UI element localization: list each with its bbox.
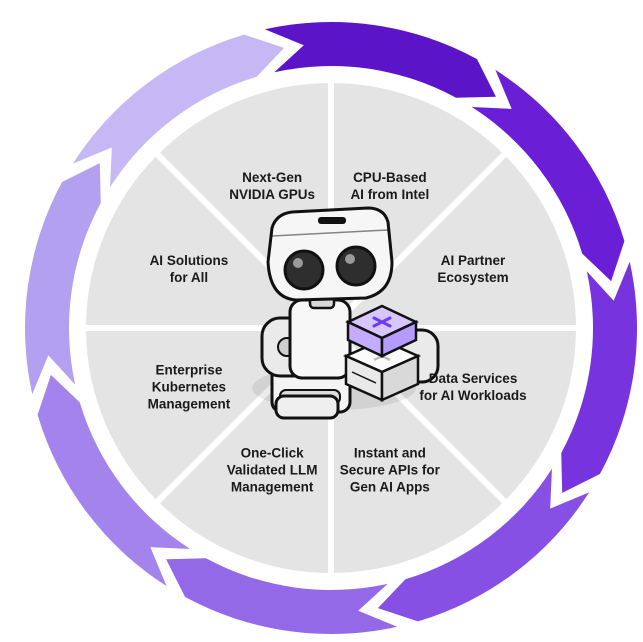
cycle-arrow-ring xyxy=(24,22,637,635)
cycle-arrow-7 xyxy=(24,163,101,395)
segment-label-cpu-based-ai-intel: CPU-Based AI from Intel xyxy=(350,169,430,202)
segment-ai-partner-ecosystem xyxy=(328,149,582,331)
cycle-arrow-4 xyxy=(377,468,590,622)
segment-label-secure-apis: Instant and Secure APIs for Gen AI Apps xyxy=(339,445,440,495)
cycle-arrow-6 xyxy=(37,374,191,587)
cycle-arrow-8 xyxy=(72,34,285,188)
segment-label-ai-partner-ecosystem: AI Partner Ecosystem xyxy=(437,253,509,286)
segment-ai-solutions xyxy=(80,149,334,331)
robot-mascot-icon xyxy=(252,206,440,420)
cycle-arrow-2 xyxy=(471,69,625,282)
segment-label-next-gen-nvidia-gpus: Next-Gen NVIDIA GPUs xyxy=(229,169,316,202)
segment-label-llm-management: One-Click Validated LLM Management xyxy=(226,445,318,495)
purple-x-cube-icon xyxy=(345,304,419,358)
segment-label-ai-solutions: AI Solutions for All xyxy=(149,253,229,286)
cycle-arrow-1 xyxy=(264,22,496,98)
segment-label-data-services: Data Services for AI Workloads xyxy=(419,370,527,403)
segment-label-kubernetes-management: Enterprise Kubernetes Management xyxy=(147,362,231,412)
cycle-arrow-5 xyxy=(166,558,398,635)
cycle-arrow-3 xyxy=(561,261,637,493)
